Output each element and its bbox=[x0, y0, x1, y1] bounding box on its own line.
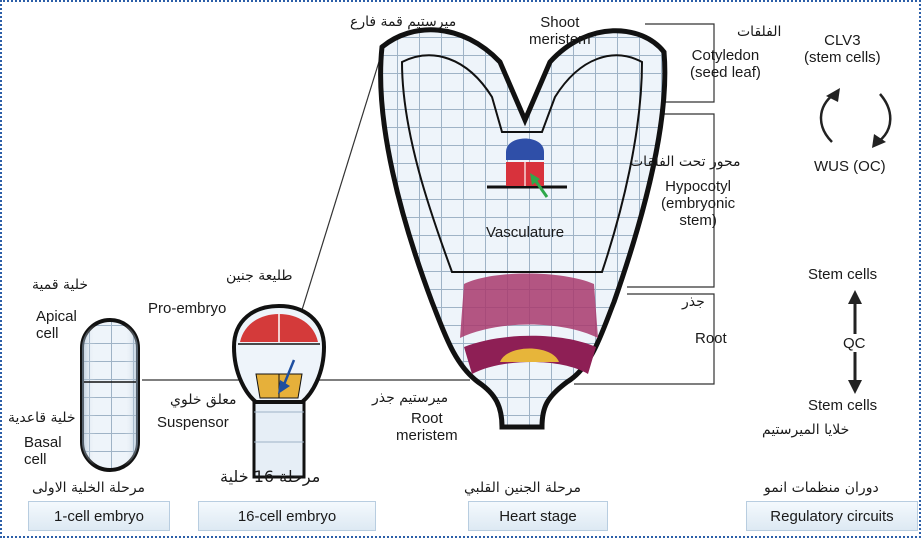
stem-cells-bottom-label: Stem cells bbox=[808, 397, 877, 414]
stage-1-caption: 1-cell embryo bbox=[28, 501, 170, 531]
stage-3-caption: Heart stage bbox=[468, 501, 608, 531]
basal-cell-arabic-label: خلية قاعدية bbox=[8, 410, 76, 427]
proembryo-arabic-label: طليعة جنين bbox=[226, 268, 292, 285]
stem-cells-top-label: Stem cells bbox=[808, 266, 877, 283]
root-label: Root bbox=[695, 330, 727, 347]
suspensor-label: Suspensor bbox=[157, 414, 229, 431]
stage-4-arabic-label: دوران منظمات انمو bbox=[764, 480, 879, 497]
hypocotyl-arabic-label: محور تحت الفلقات bbox=[630, 154, 741, 171]
shoot-meristem-label: Shoot meristem bbox=[529, 14, 591, 48]
suspensor-arabic-label: معلق خلوي bbox=[170, 392, 237, 409]
basal-cell-label: Basal cell bbox=[24, 434, 62, 468]
hypocotyl-label: Hypocotyl (embryonic stem) bbox=[661, 178, 735, 229]
one-cell-embryo bbox=[82, 320, 138, 470]
root-meristem-label: Root meristem bbox=[396, 410, 458, 444]
stage-2-arabic-label: مرحلة 16 خلية bbox=[220, 468, 320, 485]
meristem-cells-arabic-label: خلايا الميرستيم bbox=[762, 422, 849, 439]
stage-2-caption: 16-cell embryo bbox=[198, 501, 376, 531]
root-meristem-arabic-label: ميرستيم جذر bbox=[372, 390, 448, 407]
cotyledon-label: Cotyledon (seed leaf) bbox=[690, 47, 761, 81]
root-arabic-label: جذر bbox=[682, 294, 705, 311]
vasculature-label: Vasculature bbox=[486, 224, 564, 241]
apical-cell-label: Apical cell bbox=[36, 308, 77, 342]
cycle-arrow-icon bbox=[821, 88, 890, 148]
clv3-label: CLV3 (stem cells) bbox=[804, 32, 881, 66]
shoot-meristem-arabic-label: ميرستيم قمة فارع bbox=[350, 14, 456, 31]
stage-3-arabic-label: مرحلة الجنين القلبي bbox=[464, 480, 581, 497]
stage-4-caption: Regulatory circuits bbox=[746, 501, 918, 531]
qc-label: QC bbox=[843, 335, 866, 352]
cotyledon-arabic-label: الفلقات bbox=[737, 24, 781, 41]
stage-1-arabic-label: مرحلة الخلية الاولى bbox=[32, 480, 145, 497]
apical-cell-arabic-label: خلية قمية bbox=[32, 277, 88, 294]
proembryo-label: Pro-embryo bbox=[148, 300, 226, 317]
wus-label: WUS (OC) bbox=[814, 158, 886, 175]
